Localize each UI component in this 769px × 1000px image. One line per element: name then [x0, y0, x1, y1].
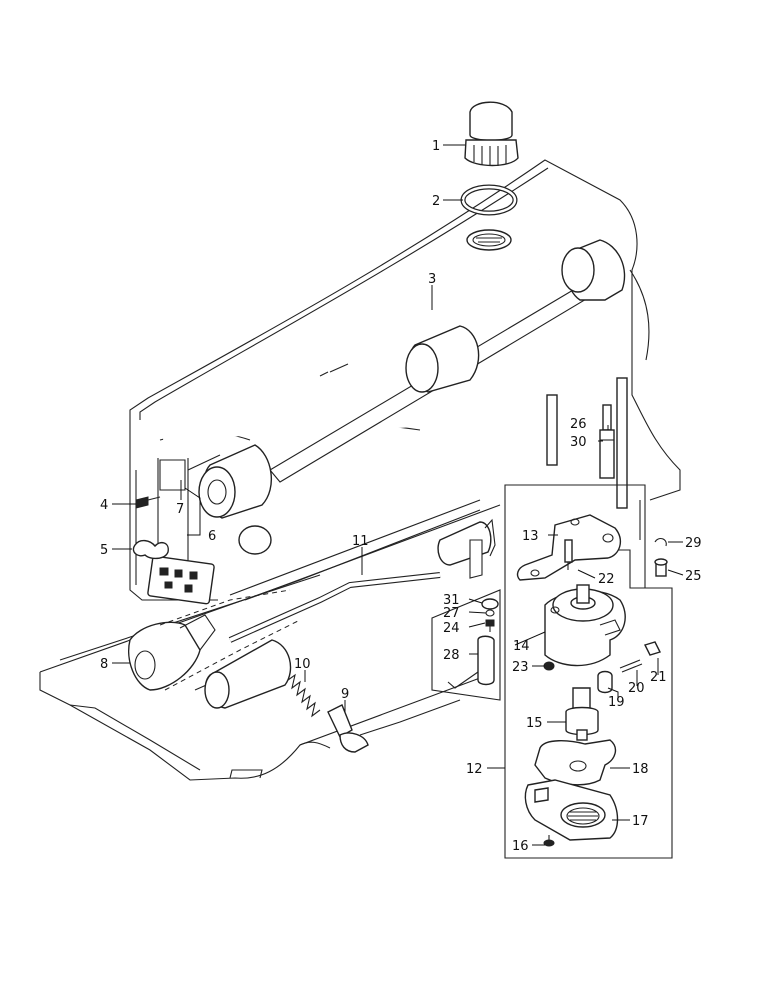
sleeve-28	[431, 589, 501, 701]
shaft-30	[599, 404, 615, 479]
callout-5: 5	[100, 543, 108, 558]
clip-31	[481, 598, 499, 610]
callout-9: 9	[341, 687, 349, 702]
pump-shaft	[565, 687, 599, 741]
callout-2: 2	[432, 194, 440, 209]
callout-28: 28	[443, 648, 460, 663]
callout-4: 4	[100, 498, 108, 513]
callout-6: 6	[208, 529, 216, 544]
screw-23	[543, 661, 555, 671]
callout-labels: 1 2 3 4 5 6 7 8 9 10 11 12 13 14 15 16 1…	[100, 139, 702, 854]
callout-20: 20	[628, 681, 645, 696]
leader-lines	[112, 144, 684, 846]
upper-oil-tube	[163, 259, 628, 509]
main-shaft	[198, 239, 626, 519]
bolt-25	[654, 558, 668, 577]
callout-11: 11	[352, 534, 369, 549]
callout-13: 13	[522, 529, 539, 544]
callout-26: 26	[570, 417, 587, 432]
pin-22	[564, 539, 573, 570]
callout-23: 23	[512, 660, 529, 675]
callout-21: 21	[650, 670, 667, 685]
callout-12: 12	[466, 762, 483, 777]
callout-18: 18	[632, 762, 649, 777]
pump-group-box	[504, 484, 673, 859]
callout-19: 19	[608, 695, 625, 710]
o-ring	[460, 184, 518, 216]
pump-body	[544, 584, 626, 667]
callout-25: 25	[685, 569, 702, 584]
set-screw-20	[619, 659, 643, 673]
screw-4	[135, 496, 161, 509]
machine-arm-outline	[39, 159, 681, 781]
callout-10: 10	[294, 657, 311, 672]
callout-17: 17	[632, 814, 649, 829]
callout-7: 7	[176, 502, 184, 517]
callout-27: 27	[443, 606, 460, 621]
callout-14: 14	[513, 639, 530, 654]
callout-22: 22	[598, 572, 615, 587]
nut-21	[644, 641, 661, 656]
felt-5	[132, 539, 169, 560]
callout-29: 29	[685, 536, 702, 551]
felt-disc	[238, 525, 272, 555]
spring-10	[287, 673, 321, 718]
collar-19	[597, 670, 613, 694]
lower-bushing	[204, 639, 292, 709]
left-oil-pipe	[147, 454, 221, 605]
callout-16: 16	[512, 839, 529, 854]
gasket	[534, 739, 617, 786]
callout-8: 8	[100, 657, 108, 672]
adjust-screw-9	[327, 704, 369, 753]
callout-15: 15	[526, 716, 543, 731]
washer-27	[485, 609, 495, 617]
oil-cap	[464, 101, 519, 167]
retaining-ring-29	[654, 537, 667, 547]
callout-1: 1	[432, 139, 440, 154]
callout-3: 3	[428, 272, 436, 287]
callout-31: 31	[443, 593, 460, 608]
oil-hole	[466, 229, 512, 251]
lower-oil-tube	[228, 518, 496, 643]
callout-30: 30	[570, 435, 587, 450]
screw-24	[485, 619, 495, 632]
pump-cover	[524, 779, 619, 841]
hook-assembly	[128, 589, 301, 691]
screw-16	[543, 835, 555, 847]
callout-24: 24	[443, 621, 460, 636]
